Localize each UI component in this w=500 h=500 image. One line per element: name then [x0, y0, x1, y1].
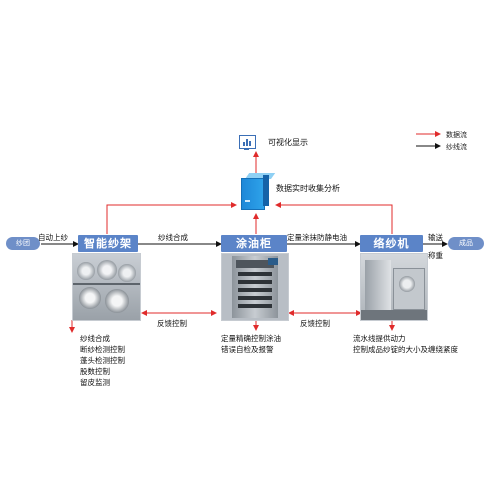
stage3-title: 络纱机 — [360, 235, 423, 252]
stage3-feature: 控制成品纱锭的大小及缠绕紧度 — [353, 345, 458, 354]
stage3-data-line — [275, 202, 393, 234]
stage1-title: 智能纱架 — [78, 235, 138, 252]
stage3-feature: 流水线提供动力 — [353, 334, 406, 343]
bar-chart-monitor-icon — [239, 135, 256, 149]
source-node: 纱团 — [6, 237, 40, 250]
sink-node: 成品 — [448, 237, 484, 250]
visualization-label: 可视化显示 — [268, 138, 308, 147]
stage3-features: 流水线提供动力 控制成品纱锭的大小及缠绕紧度 — [353, 333, 458, 355]
legend-data-flow: 数据流 — [446, 131, 467, 139]
weigh-label: 称重 — [428, 251, 443, 260]
stage2-photo — [221, 253, 289, 321]
stage1-features: 纱线合成 断纱检测控制 蓬头检测控制 股数控制 留皮监测 — [80, 333, 125, 388]
stage1-data-line — [106, 202, 237, 234]
stage1-feature: 留皮监测 — [80, 378, 110, 387]
server-tower-icon — [241, 173, 276, 210]
yarn-merge-label: 纱线合成 — [158, 233, 188, 242]
stage2-feature: 错误自检及报警 — [221, 345, 274, 354]
feedback1-label: 反馈控制 — [157, 319, 187, 328]
feedback2-label: 反馈控制 — [300, 319, 330, 328]
transport-label: 输送 — [428, 233, 443, 242]
stage3-photo — [360, 253, 428, 321]
oil-apply-label: 定量涂抹防静电油 — [287, 233, 347, 242]
monitor-stand — [244, 148, 249, 150]
server-label: 数据实时收集分析 — [276, 184, 340, 193]
stage2-features: 定量精确控制涂油 错误自检及报警 — [221, 333, 281, 355]
stage2-title: 涂油柜 — [221, 235, 287, 252]
stage1-photo — [72, 253, 141, 321]
stage2-feature: 定量精确控制涂油 — [221, 334, 281, 343]
legend-yarn-flow: 纱线流 — [446, 143, 467, 151]
stage1-feature: 蓬头检测控制 — [80, 356, 125, 365]
stage1-feature: 纱线合成 — [80, 334, 110, 343]
stage1-feature: 断纱检测控制 — [80, 345, 125, 354]
auto-feed-label: 自动上纱 — [38, 233, 68, 242]
stage1-feature: 股数控制 — [80, 367, 110, 376]
